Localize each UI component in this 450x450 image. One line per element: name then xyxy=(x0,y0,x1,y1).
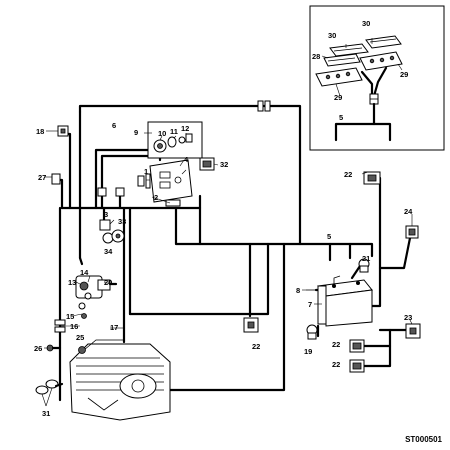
drawing-code: ST000501 xyxy=(405,435,442,444)
inline-connector-left xyxy=(54,319,66,333)
callout-30-lower: 30 xyxy=(328,31,336,40)
callout-2: 2 xyxy=(154,193,158,202)
fuse-14-15 xyxy=(78,292,92,319)
callout-22-lower-b: 22 xyxy=(332,360,340,369)
callout-34: 34 xyxy=(104,247,113,256)
connector-23 xyxy=(405,323,421,339)
switch-3-33 xyxy=(99,219,125,244)
switch-1 xyxy=(137,173,151,189)
connector-plate-30-lower xyxy=(329,43,369,57)
connector-22-upper xyxy=(363,171,381,185)
callout-8: 8 xyxy=(296,286,300,295)
callout-28: 28 xyxy=(312,52,320,61)
spark-plug-connectors-31 xyxy=(35,379,64,395)
sensor-26 xyxy=(46,344,62,352)
callout-5-inset: 5 xyxy=(339,113,343,122)
callout-1: 1 xyxy=(144,167,148,176)
callout-10: 10 xyxy=(158,129,166,138)
battery-7 xyxy=(317,275,373,327)
callout-13: 13 xyxy=(68,278,76,287)
connector-22-lower-a xyxy=(349,339,365,353)
callout-19: 19 xyxy=(304,347,312,356)
callout-17: 17 xyxy=(110,323,118,332)
callout-33: 33 xyxy=(118,217,126,226)
connector-24 xyxy=(405,225,419,239)
callout-26: 26 xyxy=(34,344,42,353)
callout-14: 14 xyxy=(80,268,89,277)
callout-22-upper: 22 xyxy=(344,170,352,179)
switch-18 xyxy=(57,125,69,137)
inline-connector-top xyxy=(257,100,271,112)
connector-22-mid xyxy=(243,317,259,333)
starter-solenoid-13-20 xyxy=(75,275,118,299)
inset-inline-connector xyxy=(369,93,379,105)
callout-4: 4 xyxy=(184,155,189,164)
callout-31: 31 xyxy=(42,409,50,418)
callout-18: 18 xyxy=(36,127,44,136)
switch-plate-29-left xyxy=(315,67,363,87)
callout-30-upper: 30 xyxy=(362,19,370,28)
switch-plate-29-right xyxy=(359,51,403,71)
callout-32: 32 xyxy=(220,160,228,169)
callout-15: 15 xyxy=(66,312,74,321)
callout-9: 9 xyxy=(134,128,138,137)
harness-clip-left xyxy=(97,187,125,197)
engine-assembly xyxy=(69,339,171,421)
callout-22-mid: 22 xyxy=(252,342,260,351)
callout-27: 27 xyxy=(38,173,46,182)
connector-19 xyxy=(306,324,318,340)
callout-22-lower-a: 22 xyxy=(332,340,340,349)
callout-11: 11 xyxy=(170,127,178,136)
harness-clip-lower xyxy=(165,199,181,207)
callout-12: 12 xyxy=(181,124,189,133)
callout-25: 25 xyxy=(76,333,84,342)
callout-3: 3 xyxy=(104,210,108,219)
callout-labels: 1 2 3 4 5 5 6 7 8 9 10 11 12 13 14 15 16… xyxy=(34,19,413,418)
wiring-harness xyxy=(54,104,412,402)
inset-detail xyxy=(309,5,445,151)
connector-plate-30-upper xyxy=(365,35,402,49)
relay-32 xyxy=(199,157,215,171)
callout-21: 21 xyxy=(362,254,370,263)
sensor-25 xyxy=(78,346,86,354)
callout-16: 16 xyxy=(70,322,78,331)
callout-6: 6 xyxy=(112,121,116,130)
ignition-switch-9 xyxy=(147,121,203,159)
battery-terminal-21 xyxy=(358,258,370,273)
callout-24: 24 xyxy=(404,207,413,216)
callout-29-left: 29 xyxy=(334,93,342,102)
connector-22-lower-b xyxy=(349,359,365,373)
switch-panel-4 xyxy=(149,159,193,203)
connector-28 xyxy=(323,53,361,67)
callout-5-main: 5 xyxy=(327,232,331,241)
callout-23: 23 xyxy=(404,313,412,322)
switch-27 xyxy=(51,173,61,185)
callout-29-right: 29 xyxy=(400,70,408,79)
callout-7: 7 xyxy=(308,300,312,309)
leader-lines xyxy=(41,38,413,407)
callout-20: 20 xyxy=(104,278,112,287)
